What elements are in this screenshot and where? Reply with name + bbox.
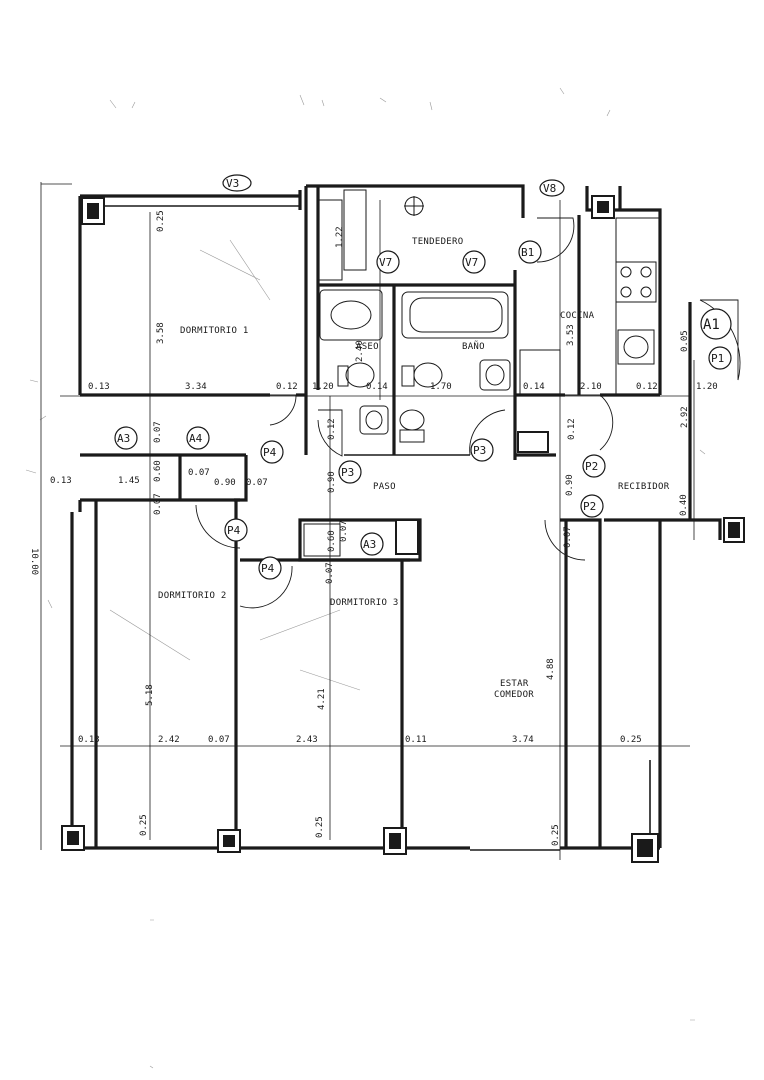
dim-label: 3.58 bbox=[156, 322, 166, 344]
dim-label: 4.88 bbox=[546, 658, 556, 680]
dim-label: 0.12 bbox=[636, 382, 658, 392]
tag-p2-bottom: P2 bbox=[583, 500, 596, 513]
dim-label: 0.90 bbox=[565, 474, 575, 496]
pillars bbox=[61, 195, 745, 863]
dim-label: 3.53 bbox=[566, 324, 576, 346]
room-cocina: COCINA bbox=[560, 311, 595, 321]
dim-label: 0.90 bbox=[214, 478, 236, 488]
tag-v7-right: V7 bbox=[465, 256, 478, 269]
tag-v7-left: V7 bbox=[379, 256, 392, 269]
dim-label: 0.25 bbox=[551, 824, 561, 846]
tag-v3: V3 bbox=[226, 177, 239, 190]
dim-label: 10.00 bbox=[29, 548, 39, 575]
dim-label: 0.05 bbox=[680, 330, 690, 352]
room-tendedero: TENDEDERO bbox=[412, 237, 463, 247]
room-bano: BAÑO bbox=[462, 341, 485, 352]
dim-label: 0.07 bbox=[339, 520, 349, 542]
room-labels: DORMITORIO 1 TENDEDERO ASEO BAÑO COCINA … bbox=[158, 237, 670, 700]
dim-label: 3.74 bbox=[512, 735, 534, 745]
dim-label: 2.92 bbox=[680, 406, 690, 428]
dim-label: 0.13 bbox=[50, 476, 72, 486]
dim-label: 2.43 bbox=[296, 735, 318, 745]
room-paso: PASO bbox=[373, 482, 396, 492]
tag-v8: V8 bbox=[543, 182, 556, 195]
dim-label: 0.07 bbox=[153, 493, 163, 515]
dim-label: 0.14 bbox=[523, 382, 545, 392]
dim-label: 0.14 bbox=[366, 382, 388, 392]
dim-label: 0.25 bbox=[156, 210, 166, 232]
tag-b1: B1 bbox=[521, 246, 534, 259]
dim-label: 0.12 bbox=[276, 382, 298, 392]
dim-label: 1.20 bbox=[696, 382, 718, 392]
interior-walls bbox=[80, 186, 660, 848]
dim-label: 1.45 bbox=[118, 476, 140, 486]
fixtures bbox=[303, 189, 661, 557]
dim-label: 0.11 bbox=[405, 735, 427, 745]
dim-label: 0.07 bbox=[153, 421, 163, 443]
dim-label: 0.07 bbox=[325, 562, 335, 584]
tag-a4: A4 bbox=[189, 432, 203, 445]
dim-label: 2.10 bbox=[580, 382, 602, 392]
dim-label: 0.13 bbox=[78, 735, 100, 745]
room-dormitorio-2: DORMITORIO 2 bbox=[158, 591, 227, 601]
dim-label: 0.13 bbox=[88, 382, 110, 392]
dim-label: 0.07 bbox=[188, 468, 210, 478]
tag-p4-middle: P4 bbox=[227, 524, 241, 537]
room-recibidor: RECIBIDOR bbox=[618, 482, 670, 492]
tag-p4-top: P4 bbox=[263, 446, 277, 459]
tag-p1: P1 bbox=[711, 352, 724, 365]
dimension-lines bbox=[60, 200, 695, 860]
tag-p4-bottom: P4 bbox=[261, 562, 275, 575]
dim-label: 0.25 bbox=[315, 816, 325, 838]
tag-a1: A1 bbox=[703, 317, 720, 333]
element-tags: V3 V8 V7 V7 B1 A1 P1 A3 A4 P4 P4 P4 P3 P… bbox=[114, 174, 732, 580]
dim-label: 0.40 bbox=[679, 494, 689, 516]
scan-noise bbox=[25, 87, 706, 1069]
tag-p2-top: P2 bbox=[585, 460, 598, 473]
dim-label: 0.90 bbox=[327, 471, 337, 493]
vertical-dimension-texts: 0.25 3.58 1.22 2.40 3.53 0.05 2.92 0.07 … bbox=[29, 210, 690, 846]
dim-label: 2.40 bbox=[355, 340, 365, 362]
tag-a3-left: A3 bbox=[117, 432, 130, 445]
dim-label: 0.25 bbox=[139, 814, 149, 836]
tag-a3-right: A3 bbox=[363, 538, 376, 551]
room-comedor: COMEDOR bbox=[494, 690, 534, 700]
dim-label: 2.42 bbox=[158, 735, 180, 745]
dim-label: 4.21 bbox=[317, 688, 327, 710]
dim-label: 1.22 bbox=[335, 226, 345, 248]
dim-label: 3.34 bbox=[185, 382, 207, 392]
dimension-texts: 0.13 3.34 0.12 1.20 0.14 1.70 0.14 2.10 … bbox=[50, 382, 718, 745]
dim-label: 0.07 bbox=[208, 735, 230, 745]
dim-label: 0.25 bbox=[620, 735, 642, 745]
room-aseo: ASEO bbox=[356, 342, 379, 352]
dim-label: 1.20 bbox=[312, 382, 334, 392]
room-dormitorio-3: DORMITORIO 3 bbox=[330, 598, 399, 608]
dim-label: 5.18 bbox=[145, 684, 155, 706]
dim-label: 0.60 bbox=[153, 460, 163, 482]
tag-p3-right: P3 bbox=[473, 444, 486, 457]
dim-label: 0.07 bbox=[246, 478, 268, 488]
outer-walls bbox=[70, 184, 722, 851]
tag-p3-left: P3 bbox=[341, 466, 354, 479]
room-estar: ESTAR bbox=[500, 679, 529, 689]
dim-label: 0.60 bbox=[327, 530, 337, 552]
dim-label: 0.12 bbox=[567, 418, 577, 440]
room-dormitorio-1: DORMITORIO 1 bbox=[180, 326, 249, 336]
dim-label: 0.07 bbox=[563, 526, 573, 548]
dim-label: 1.70 bbox=[430, 382, 452, 392]
dim-label: 0.12 bbox=[327, 418, 337, 440]
